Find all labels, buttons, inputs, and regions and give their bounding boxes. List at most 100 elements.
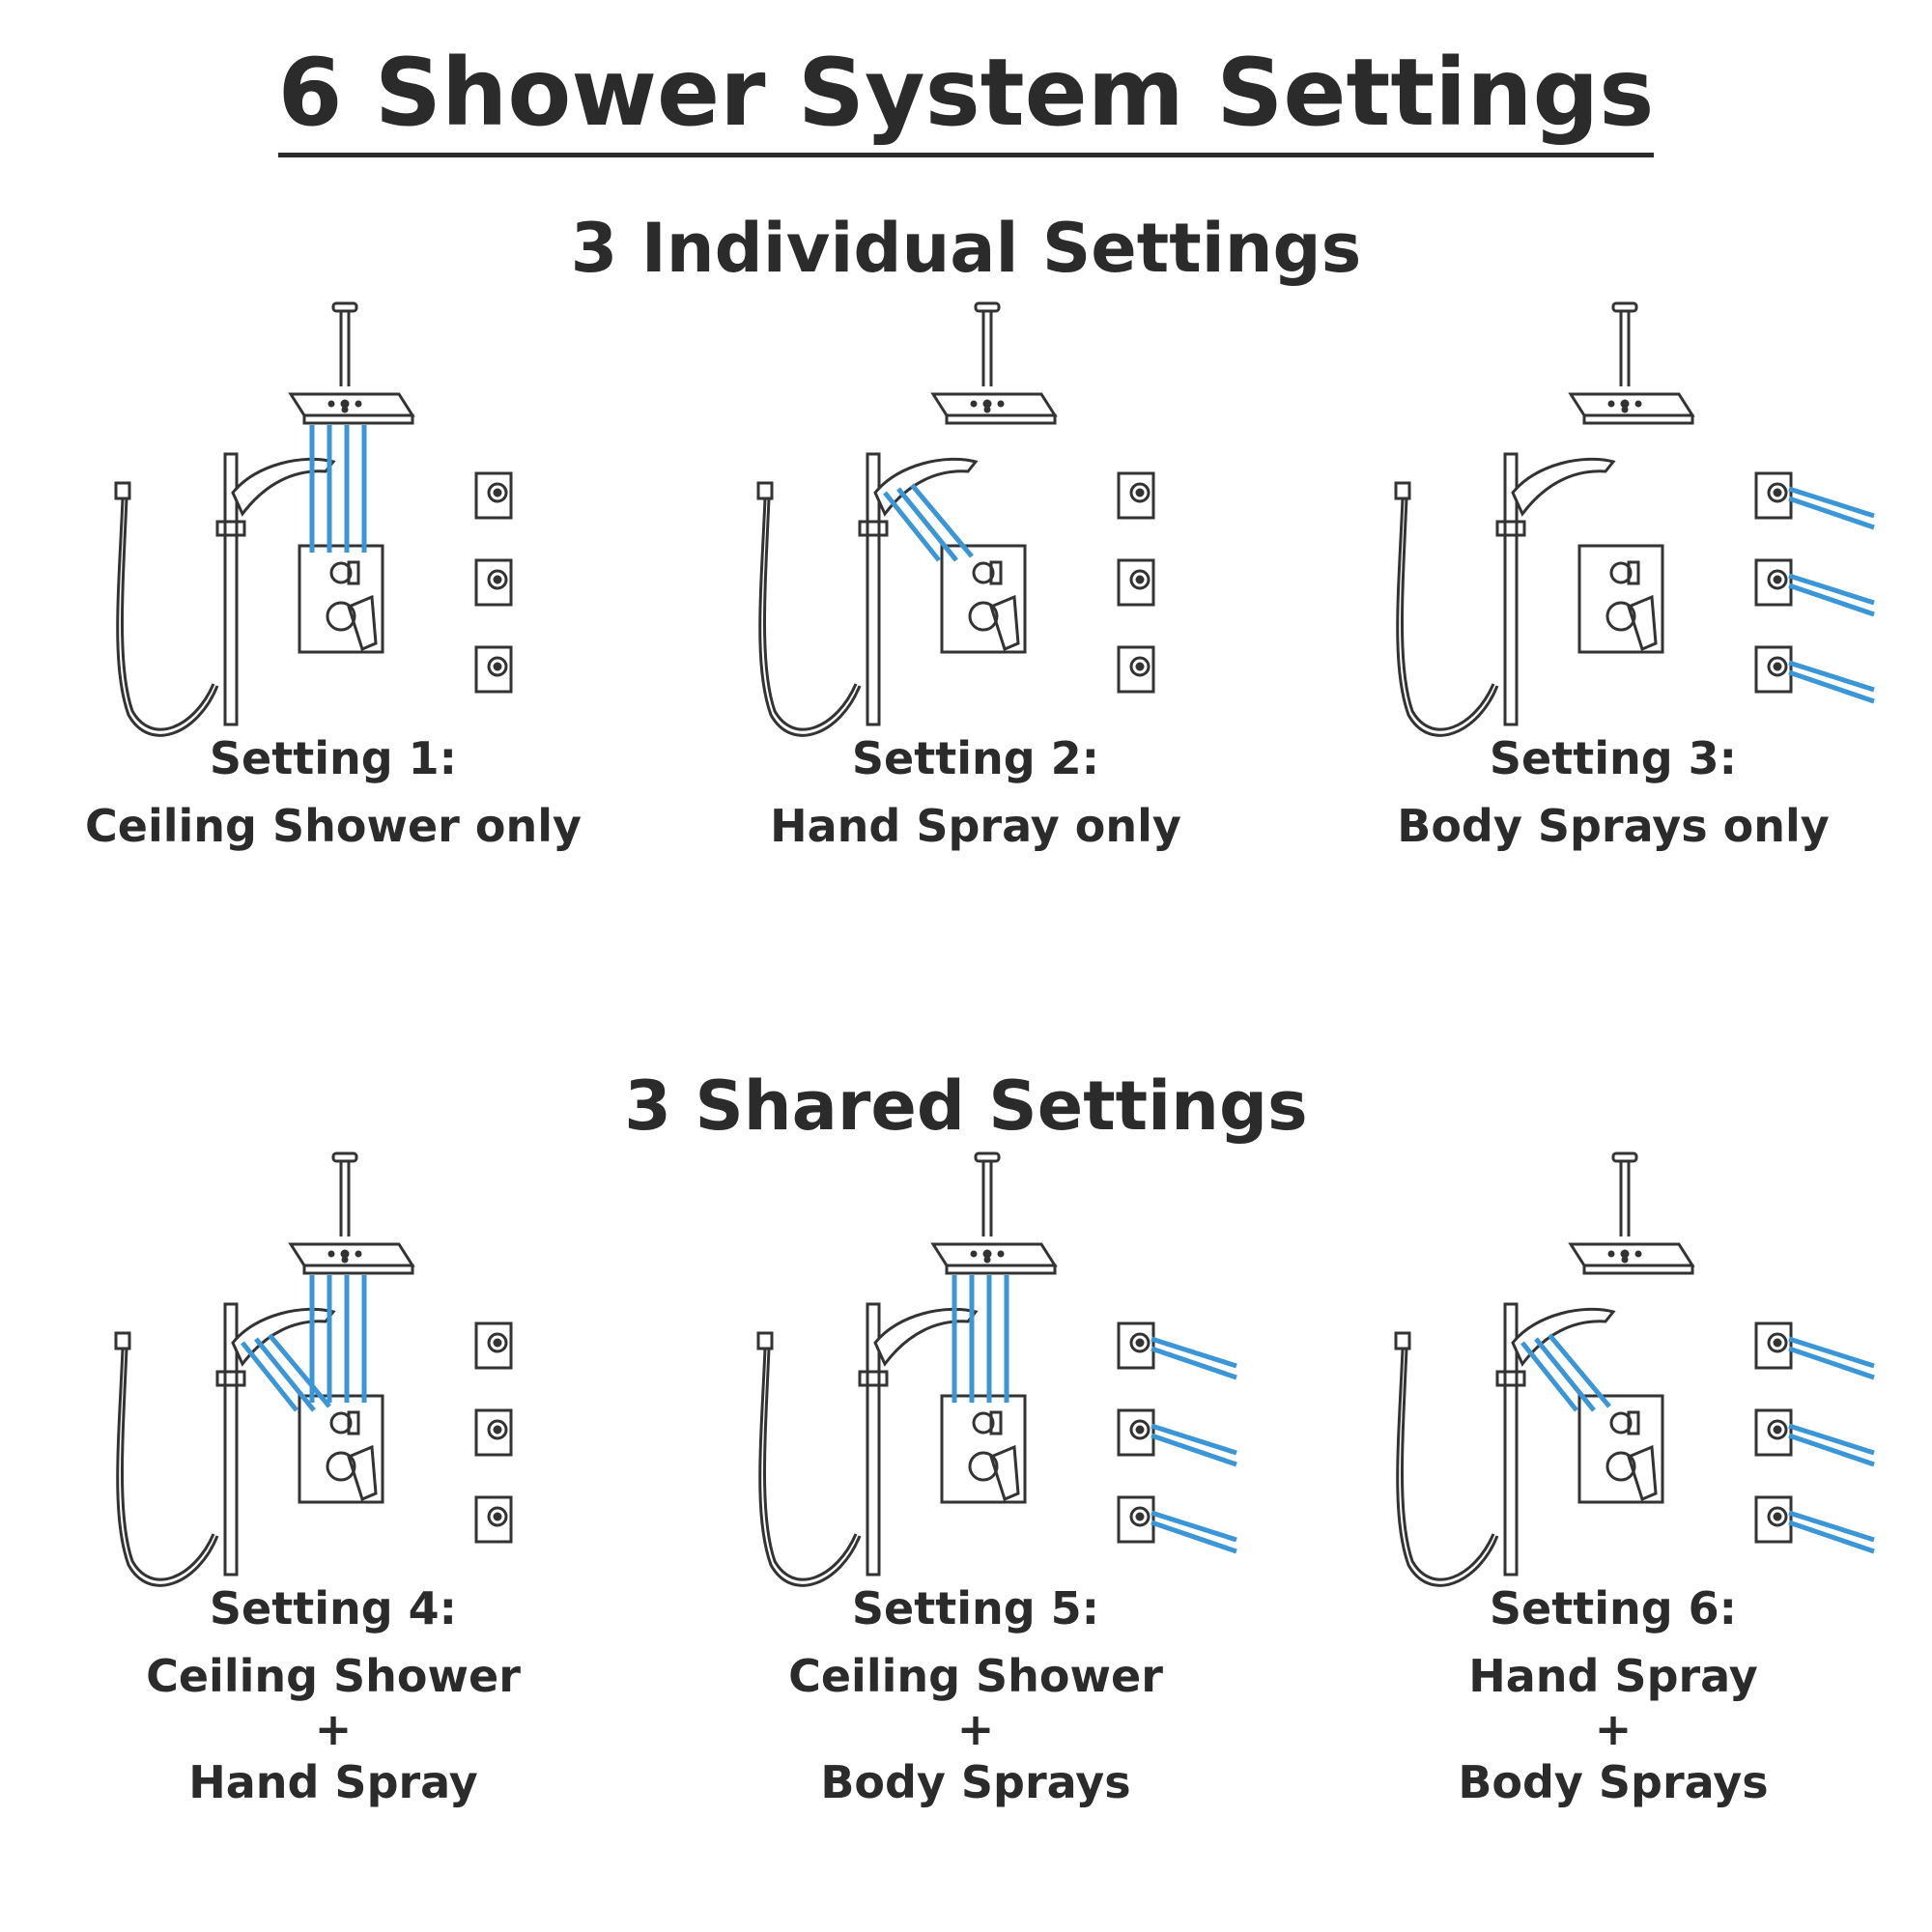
hand-water-stream bbox=[1548, 1333, 1611, 1408]
setting-panel-5: Setting 5: Ceiling Shower+Body Sprays bbox=[657, 1150, 1294, 1884]
hand-shower-icon bbox=[114, 1302, 336, 1587]
setting-description: Ceiling Shower only bbox=[85, 800, 582, 852]
hand-water-stream bbox=[241, 1341, 298, 1412]
valve-trim-icon bbox=[298, 1394, 384, 1504]
hand-shower-icon bbox=[114, 452, 336, 737]
hand-water-stream bbox=[268, 1333, 331, 1408]
setting-caption: Setting 1: Ceiling Shower only bbox=[14, 724, 652, 860]
hand-shower-icon bbox=[1394, 1302, 1616, 1587]
body-water-stream bbox=[1788, 1433, 1875, 1467]
body-spray-icon bbox=[1754, 1495, 1793, 1544]
setting-label: Setting 3: bbox=[1489, 732, 1738, 784]
body-spray-icon bbox=[1117, 1408, 1155, 1457]
body-water-stream bbox=[1151, 1423, 1237, 1456]
body-water-stream bbox=[1151, 1520, 1237, 1554]
body-spray-icon bbox=[474, 471, 513, 520]
ceiling-shower-icon bbox=[930, 1151, 1058, 1275]
ceiling-shower-icon bbox=[1568, 301, 1695, 425]
shower-system-diagram bbox=[114, 301, 513, 737]
setting-label: Setting 4: bbox=[209, 1582, 458, 1634]
body-water-stream bbox=[1788, 496, 1875, 530]
hand-water-stream bbox=[1520, 1341, 1578, 1412]
setting-label: Setting 2: bbox=[851, 732, 1100, 784]
setting-label: Setting 1: bbox=[209, 732, 458, 784]
body-water-stream bbox=[1788, 1336, 1875, 1369]
plus-sign: + bbox=[1594, 1703, 1633, 1755]
hand-water-stream bbox=[883, 491, 941, 562]
plus-sign: + bbox=[314, 1703, 353, 1755]
setting-panel-6: Setting 6: Hand Spray+Body Sprays bbox=[1294, 1150, 1932, 1884]
setting-panel-3: Setting 3: Body Sprays only bbox=[1294, 299, 1932, 1034]
valve-trim-icon bbox=[940, 544, 1027, 654]
body-spray-icon bbox=[474, 1495, 513, 1544]
body-water-stream bbox=[1151, 1336, 1237, 1369]
body-spray-icon bbox=[474, 1408, 513, 1457]
hand-water-stream bbox=[254, 1337, 316, 1412]
body-spray-icon bbox=[474, 1321, 513, 1370]
valve-trim-icon bbox=[1577, 544, 1664, 654]
shower-system-diagram bbox=[756, 1151, 1237, 1587]
body-spray-icon bbox=[1754, 558, 1793, 607]
setting-description: Body Sprays bbox=[1458, 1756, 1769, 1808]
setting-description: Body Sprays bbox=[820, 1756, 1131, 1808]
body-spray-icon bbox=[1117, 558, 1155, 607]
setting-description: Hand Spray bbox=[188, 1756, 478, 1808]
body-water-stream bbox=[1788, 1423, 1875, 1456]
body-spray-icon bbox=[1754, 1321, 1793, 1370]
hand-shower-icon bbox=[756, 1302, 979, 1587]
setting-description: Hand Spray only bbox=[770, 800, 1181, 852]
setting-panel-1: Setting 1: Ceiling Shower only bbox=[14, 299, 652, 1034]
body-spray-icon bbox=[1117, 1321, 1155, 1370]
setting-description: Ceiling Shower bbox=[788, 1650, 1163, 1702]
body-water-stream bbox=[1788, 573, 1875, 606]
body-spray-icon bbox=[1754, 471, 1793, 520]
page-title: 6 Shower System Settings bbox=[0, 39, 1932, 157]
body-water-stream bbox=[1788, 582, 1875, 617]
ceiling-shower-icon bbox=[288, 301, 415, 425]
body-spray-icon bbox=[474, 645, 513, 694]
body-spray-icon bbox=[474, 558, 513, 607]
hand-shower-icon bbox=[756, 452, 979, 737]
setting-caption: Setting 3: Body Sprays only bbox=[1294, 724, 1932, 860]
hand-water-stream bbox=[1534, 1337, 1596, 1412]
setting-caption: Setting 6: Hand Spray+Body Sprays bbox=[1294, 1575, 1932, 1816]
ceiling-shower-icon bbox=[288, 1151, 415, 1275]
body-spray-icon bbox=[1754, 1408, 1793, 1457]
hand-water-stream bbox=[896, 487, 958, 562]
body-spray-icon bbox=[1117, 471, 1155, 520]
setting-caption: Setting 5: Ceiling Shower+Body Sprays bbox=[657, 1575, 1294, 1816]
setting-description: Hand Spray bbox=[1468, 1650, 1758, 1702]
setting-label: Setting 6: bbox=[1489, 1582, 1738, 1634]
body-water-stream bbox=[1151, 1346, 1237, 1380]
body-water-stream bbox=[1151, 1510, 1237, 1543]
setting-label: Setting 5: bbox=[851, 1582, 1100, 1634]
setting-panel-4: Setting 4: Ceiling Shower+Hand Spray bbox=[14, 1150, 652, 1884]
setting-panel-2: Setting 2: Hand Spray only bbox=[657, 299, 1294, 1034]
section-title-shared: 3 Shared Settings bbox=[624, 1066, 1308, 1146]
body-water-stream bbox=[1788, 1520, 1875, 1554]
valve-trim-icon bbox=[298, 544, 384, 654]
section-title-individual: 3 Individual Settings bbox=[570, 209, 1362, 288]
ceiling-shower-icon bbox=[1568, 1151, 1695, 1275]
body-water-stream bbox=[1788, 1346, 1875, 1380]
body-water-stream bbox=[1788, 660, 1875, 693]
hand-shower-icon bbox=[1394, 452, 1616, 737]
setting-caption: Setting 4: Ceiling Shower+Hand Spray bbox=[14, 1575, 652, 1816]
hand-water-stream bbox=[910, 483, 974, 558]
body-spray-icon bbox=[1117, 645, 1155, 694]
plus-sign: + bbox=[956, 1703, 995, 1755]
valve-trim-icon bbox=[1577, 1394, 1664, 1504]
shower-system-diagram bbox=[756, 301, 1155, 737]
setting-description: Ceiling Shower bbox=[146, 1650, 521, 1702]
body-spray-icon bbox=[1754, 645, 1793, 694]
body-spray-icon bbox=[1117, 1495, 1155, 1544]
setting-caption: Setting 2: Hand Spray only bbox=[657, 724, 1294, 860]
setting-description: Body Sprays only bbox=[1397, 800, 1830, 852]
ceiling-shower-icon bbox=[930, 301, 1058, 425]
body-water-stream bbox=[1788, 1510, 1875, 1543]
shower-system-diagram bbox=[1394, 1151, 1875, 1587]
shower-system-diagram bbox=[1394, 301, 1875, 737]
body-water-stream bbox=[1151, 1433, 1237, 1467]
body-water-stream bbox=[1788, 486, 1875, 519]
body-water-stream bbox=[1788, 669, 1875, 704]
